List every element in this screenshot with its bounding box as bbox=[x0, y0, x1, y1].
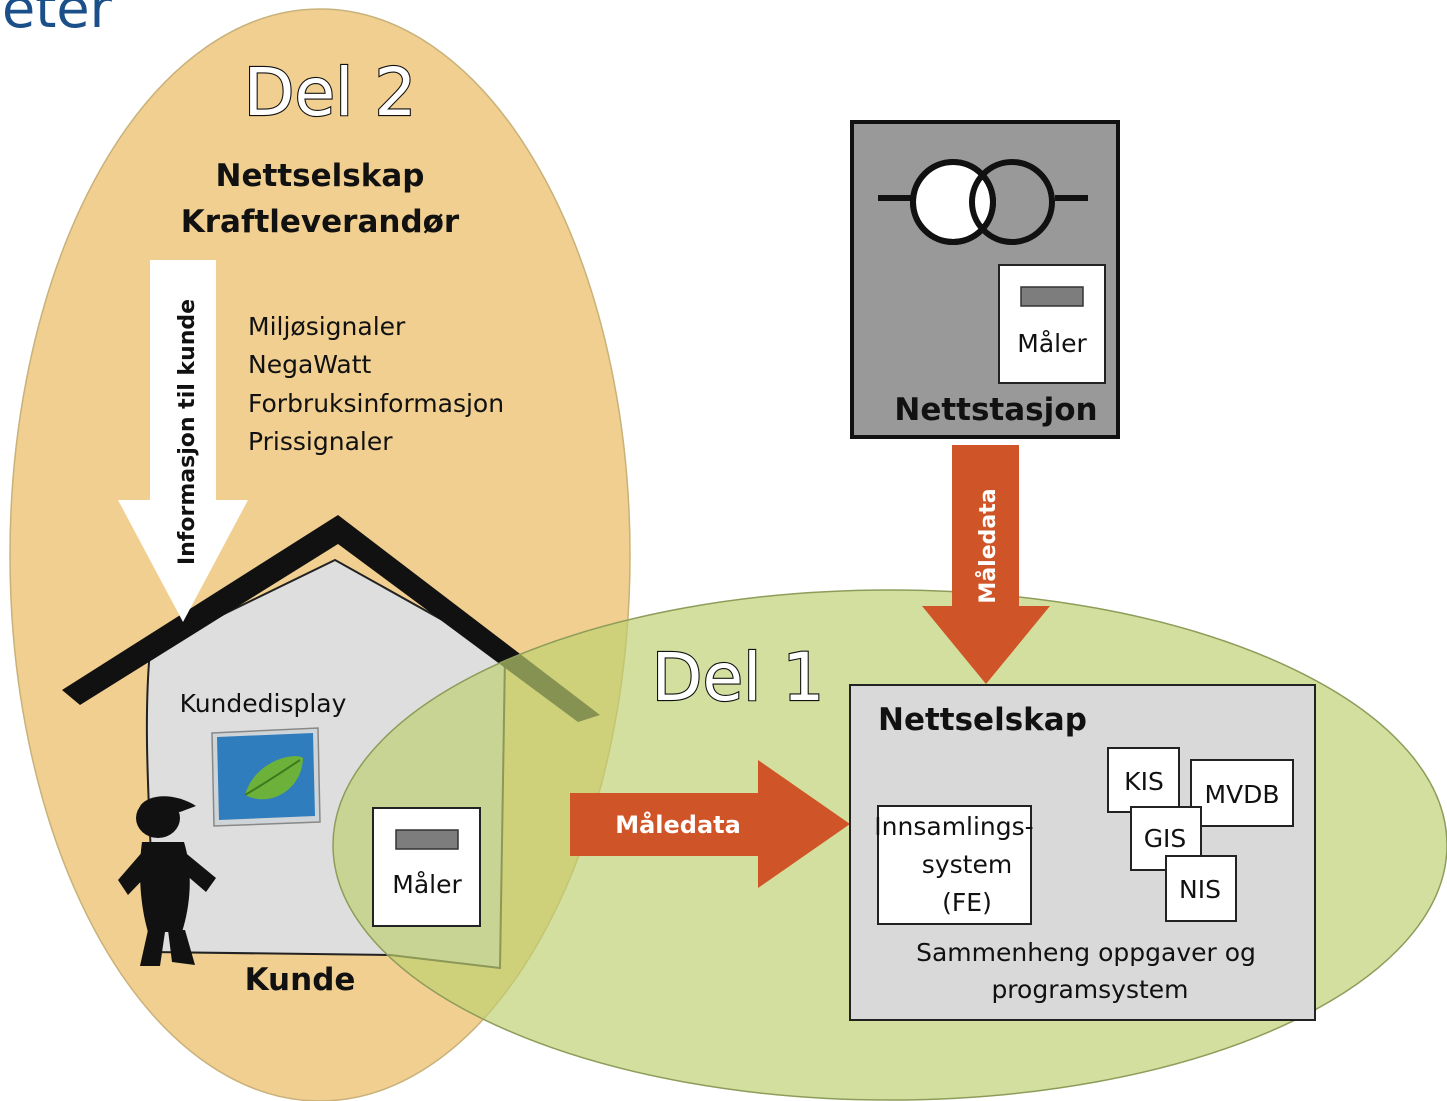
kis-label: KIS bbox=[1124, 767, 1164, 796]
nis-label: NIS bbox=[1179, 875, 1221, 904]
mvdb-box bbox=[1190, 759, 1294, 827]
transformer-icon bbox=[878, 159, 1088, 245]
meter-data-arrow-label: Måledata bbox=[615, 810, 741, 839]
collection-system-line: system bbox=[922, 850, 1012, 879]
del2-actor-line2: Kraftleverandør bbox=[181, 204, 460, 240]
gis-label: GIS bbox=[1144, 824, 1187, 853]
substation-data-arrow-label: Måledata bbox=[975, 488, 1001, 603]
signal-item: Prissignaler bbox=[248, 427, 393, 456]
meter-display-icon bbox=[395, 829, 459, 850]
mvdb-label: MVDB bbox=[1204, 780, 1279, 809]
collection-system-line: Innsamlings- bbox=[874, 812, 1033, 841]
customer-meter-label: Måler bbox=[392, 870, 462, 899]
signal-item: NegaWatt bbox=[248, 350, 372, 379]
customer-label: Kunde bbox=[245, 962, 356, 998]
substation-data-arrow bbox=[922, 445, 1050, 684]
del1-heading: Del 1 bbox=[652, 639, 825, 716]
info-arrow bbox=[118, 260, 248, 622]
del2-actor-line1: Nettselskap bbox=[216, 158, 425, 194]
info-arrow-label: Informasjon til kunde bbox=[175, 299, 200, 565]
meter-data-arrow bbox=[570, 760, 850, 888]
collection-system-box bbox=[877, 805, 1032, 925]
substation-meter-label: Måler bbox=[1017, 329, 1087, 358]
network-company-title: Nettselskap bbox=[878, 702, 1087, 738]
customer-meter-box bbox=[372, 807, 481, 927]
collection-system-line: (FE) bbox=[942, 888, 992, 917]
customer-display-icon bbox=[211, 727, 321, 827]
signal-item: Forbruksinformasjon bbox=[248, 389, 504, 418]
substation-meter-box bbox=[998, 264, 1106, 384]
del2-heading: Del 2 bbox=[244, 54, 417, 131]
customer-display-label: Kundedisplay bbox=[180, 689, 347, 718]
caption-line2: programsystem bbox=[991, 975, 1188, 1004]
meter-display-icon bbox=[1020, 286, 1084, 307]
kis-box bbox=[1107, 747, 1180, 813]
signal-item: Miljøsignaler bbox=[248, 312, 406, 341]
nis-box bbox=[1165, 855, 1237, 922]
substation-label: Nettstasjon bbox=[894, 392, 1097, 428]
person-icon bbox=[118, 796, 216, 966]
page-title: eter bbox=[2, 0, 113, 40]
caption-line1: Sammenheng oppgaver og bbox=[916, 938, 1256, 967]
